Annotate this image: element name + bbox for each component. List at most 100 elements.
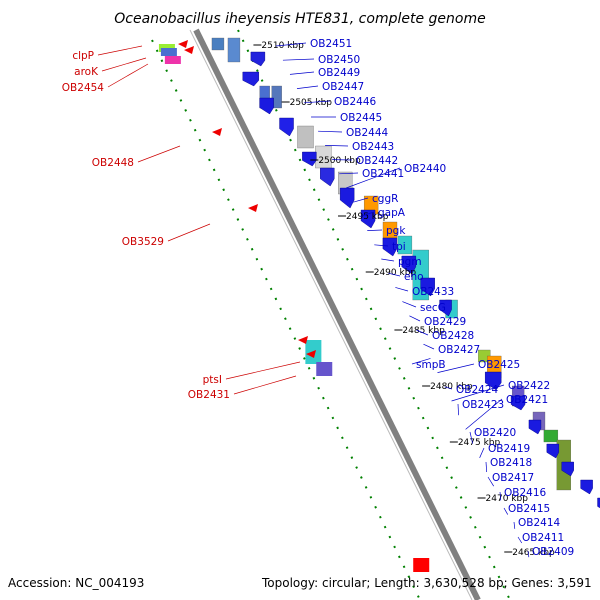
- backbone-shadow: [189, 29, 473, 600]
- forward-label-leader: [527, 550, 530, 558]
- kbp-tick-label: 2495 kbp: [346, 212, 389, 222]
- forward-gene-label: OB2433: [412, 286, 454, 298]
- forward-gene-arrow: [339, 187, 355, 209]
- forward-gene-label: OB2409: [532, 546, 574, 558]
- forward-label-leader: [296, 85, 319, 89]
- reverse-label-leader: [233, 375, 297, 395]
- forward-label-leader: [402, 301, 417, 308]
- forward-gene-arrow: [439, 299, 452, 317]
- reverse-gene-label: clpP: [72, 50, 94, 62]
- forward-gene-label: OB2427: [438, 344, 480, 356]
- reverse-gene-block: [164, 56, 181, 64]
- reverse-label-leader: [97, 45, 143, 56]
- forward-gene-arrow: [580, 479, 593, 495]
- reverse-gene-block: [160, 48, 177, 56]
- forward-gene-label: OB2419: [488, 443, 530, 455]
- forward-label-leader: [289, 71, 315, 75]
- forward-gene-label: secG: [420, 302, 446, 314]
- forward-label-leader: [374, 244, 389, 247]
- gene-labels: OB2451OB2450OB2449OB2447OB2446OB2445OB24…: [62, 38, 574, 558]
- forward-label-leader: [353, 197, 369, 203]
- forward-gene-block: [297, 125, 314, 149]
- reverse-label-leader: [225, 361, 301, 380]
- forward-label-leader: [388, 272, 401, 277]
- forward-gene-block: [397, 235, 413, 255]
- reverse-label-leader: [101, 57, 147, 72]
- reverse-gene-block: [316, 362, 333, 376]
- forward-label-leader: [395, 287, 409, 292]
- forward-gene-arrow: [401, 255, 417, 275]
- accession-text: Accession: NC_004193: [8, 576, 144, 590]
- forward-label-leader: [451, 384, 505, 402]
- forward-gene-label: OB2451: [310, 38, 352, 50]
- forward-gene-label: OB2449: [318, 67, 360, 79]
- forward-gene-label: OB2425: [478, 359, 520, 371]
- gene-features: [158, 37, 600, 572]
- forward-label-leader: [513, 521, 516, 529]
- reverse-gene-label: OB2454: [62, 82, 105, 94]
- forward-gene-label: pgk: [386, 225, 406, 237]
- forward-gene-arrow: [250, 51, 266, 67]
- reverse-label-leader: [167, 223, 211, 242]
- reverse-gene-arrow: [306, 350, 316, 358]
- reverse-gene-arrow: [248, 204, 258, 212]
- forward-gene-label: OB2423: [462, 399, 504, 411]
- forward-gene-label: OB2428: [432, 330, 474, 342]
- forward-gene-label: tpi: [392, 241, 406, 253]
- forward-gene-label: OB2444: [346, 127, 389, 139]
- reverse-label-leader: [137, 145, 181, 163]
- forward-gene-arrow: [382, 237, 398, 257]
- kbp-tick-label: 2480 kbp: [430, 382, 473, 392]
- reverse-gene-arrow: [298, 336, 308, 344]
- forward-label-leader: [499, 491, 502, 501]
- forward-gene-label: OB2429: [424, 316, 466, 328]
- map-title: Oceanobacillus iheyensis HTE831, complet…: [114, 11, 485, 27]
- forward-label-leader: [411, 358, 431, 365]
- forward-label-leader: [360, 211, 375, 217]
- reverse-gene-arrow: [178, 40, 188, 48]
- kbp-tick-label: 2510 kbp: [261, 41, 304, 51]
- forward-gene-label: OB2414: [518, 517, 561, 529]
- forward-gene-arrow: [242, 71, 259, 87]
- genome-backbone: [193, 28, 481, 600]
- forward-gene-label: OB2420: [474, 427, 516, 439]
- forward-gene-arrow: [302, 151, 317, 167]
- forward-label-leader: [423, 343, 435, 350]
- forward-gene-label: smpB: [416, 359, 446, 371]
- kbp-tick-label: 2475 kbp: [458, 438, 501, 448]
- forward-gene-arrow: [510, 395, 526, 411]
- forward-label-leader: [409, 315, 421, 322]
- forward-gene-arrow: [320, 167, 335, 187]
- forward-label-leader: [275, 42, 307, 47]
- forward-gene-arrow: [561, 461, 574, 477]
- forward-label-leader: [318, 130, 343, 133]
- forward-gene-label: OB2418: [490, 457, 532, 469]
- forward-gene-arrow: [528, 419, 542, 435]
- forward-label-leader: [381, 258, 395, 262]
- reverse-gene-label: OB3529: [122, 236, 164, 248]
- forward-label-leader: [367, 229, 383, 231]
- reverse-gene-label: OB2448: [92, 157, 134, 169]
- forward-gene-block: [211, 37, 225, 51]
- forward-label-leader: [282, 58, 315, 61]
- forward-gene-label: OB2416: [504, 487, 547, 499]
- reverse-label-leader: [107, 63, 149, 88]
- forward-gene-arrow: [546, 443, 560, 459]
- forward-gene-label: OB2445: [340, 112, 382, 124]
- forward-gene-label: pgm: [398, 256, 422, 268]
- forward-gene-label: OB2422: [508, 380, 550, 392]
- forward-label-leader: [487, 476, 494, 487]
- reverse-gene-label: OB2431: [188, 389, 230, 401]
- kbp-tick-label: 2470 kbp: [486, 494, 529, 504]
- reverse-outer-track: [151, 39, 421, 600]
- forward-gene-label: OB2421: [506, 394, 548, 406]
- forward-label-leader: [503, 507, 509, 515]
- forward-gene-label: OB2450: [318, 54, 360, 66]
- topology-text: Topology: circular; Length: 3,630,528 bp…: [261, 576, 592, 590]
- kbp-tick-label: 2465 kbp: [512, 548, 555, 558]
- forward-gene-block: [271, 85, 282, 109]
- forward-label-leader: [339, 172, 359, 175]
